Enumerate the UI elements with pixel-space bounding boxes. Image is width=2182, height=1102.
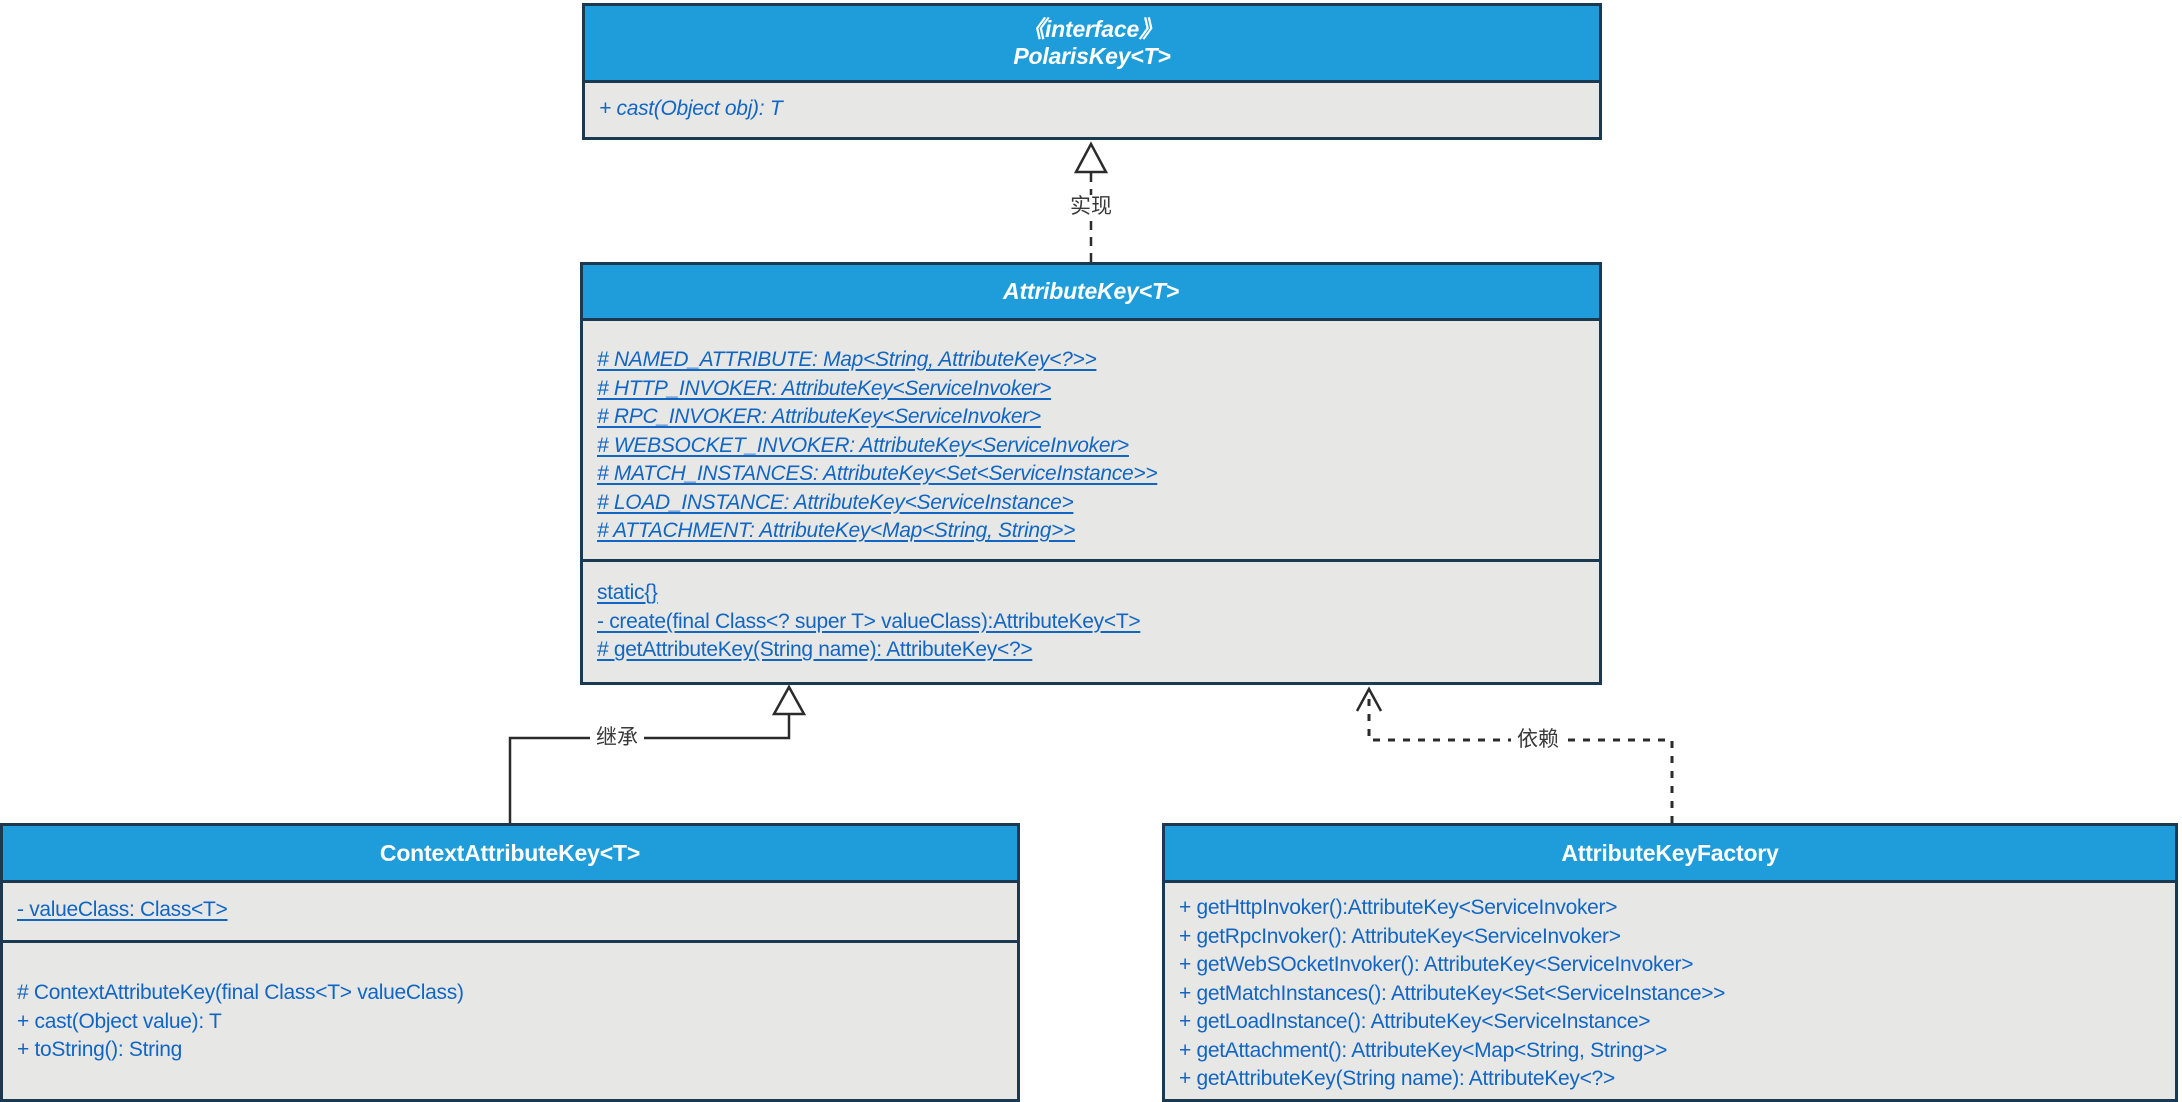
methods-compartment: + cast(Object obj): T (585, 83, 1599, 124)
class-header-contextattributekey: ContextAttributeKey<T> (3, 826, 1017, 883)
realization-connector (1073, 141, 1109, 262)
inheritance-label: 继承 (590, 726, 644, 750)
stereotype-label: 《interface》 (1022, 16, 1162, 42)
field-row: # RPC_INVOKER: AttributeKey<ServiceInvok… (597, 405, 1041, 428)
methods-compartment: static{} - create(final Class<? super T>… (583, 562, 1599, 665)
class-name-attributekeyfactory: AttributeKeyFactory (1561, 839, 1779, 866)
class-header-polariskey: 《interface》 PolarisKey<T> (585, 6, 1599, 83)
method-row: + getMatchInstances(): AttributeKey<Set<… (1179, 981, 1726, 1005)
fields-compartment: # NAMED_ATTRIBUTE: Map<String, Attribute… (583, 321, 1599, 562)
open-arrowhead-icon (1355, 686, 1383, 712)
class-box-contextattributekey: ContextAttributeKey<T> - valueClass: Cla… (0, 823, 1020, 1102)
realization-label: 实现 (1064, 195, 1118, 219)
class-box-attributekeyfactory: AttributeKeyFactory + getHttpInvoker():A… (1162, 823, 2178, 1102)
hollow-triangle-arrow-icon (771, 684, 807, 716)
method-row: + cast(Object value): T (17, 1009, 222, 1033)
field-row: # WEBSOCKET_INVOKER: AttributeKey<Servic… (597, 433, 1129, 457)
method-row: + getAttributeKey(String name): Attribut… (1179, 1067, 1615, 1090)
field-row: # NAMED_ATTRIBUTE: Map<String, Attribute… (597, 348, 1097, 371)
method-row: + getAttachment(): AttributeKey<Map<Stri… (1179, 1038, 1668, 1062)
method-row: # ContextAttributeKey(final Class<T> val… (17, 981, 464, 1004)
dependency-label: 依赖 (1511, 728, 1565, 752)
class-name-attributekey: AttributeKey<T> (1003, 278, 1179, 304)
class-name-contextattributekey: ContextAttributeKey<T> (379, 839, 641, 866)
field-row: # ATTACHMENT: AttributeKey<Map<String, S… (597, 519, 1076, 542)
method-row: + getRpcInvoker(): AttributeKey<ServiceI… (1179, 924, 1621, 948)
class-header-attributekey: AttributeKey<T> (583, 265, 1599, 321)
fields-compartment: - valueClass: Class<T> (3, 883, 1017, 943)
method-row: + toString(): String (17, 1038, 182, 1061)
field-row: # HTTP_INVOKER: AttributeKey<ServiceInvo… (597, 376, 1052, 400)
method-row: static{} (597, 581, 658, 604)
methods-compartment: # ContextAttributeKey(final Class<T> val… (3, 943, 1017, 1065)
class-name-polariskey: PolarisKey<T> (1013, 43, 1171, 69)
class-box-attributekey: AttributeKey<T> # NAMED_ATTRIBUTE: Map<S… (580, 262, 1602, 685)
hollow-triangle-arrow-icon (1073, 141, 1109, 174)
method-row: + getWebSOcketInvoker(): AttributeKey<Se… (1179, 953, 1694, 976)
field-row: - valueClass: Class<T> (17, 898, 228, 921)
method-row: - create(final Class<? super T> valueCla… (597, 609, 1141, 633)
dependency-connector (1355, 686, 1674, 823)
method-row: + getHttpInvoker():AttributeKey<ServiceI… (1179, 896, 1618, 919)
methods-compartment: + getHttpInvoker():AttributeKey<ServiceI… (1165, 883, 2175, 1094)
inheritance-connector (508, 684, 807, 823)
method-row: + getLoadInstance(): AttributeKey<Servic… (1179, 1010, 1651, 1033)
class-box-polariskey: 《interface》 PolarisKey<T> + cast(Object … (582, 3, 1602, 140)
method-row: # getAttributeKey(String name): Attribut… (597, 638, 1033, 661)
field-row: # MATCH_INSTANCES: AttributeKey<Set<Serv… (597, 462, 1158, 485)
field-row: # LOAD_INSTANCE: AttributeKey<ServiceIns… (597, 490, 1074, 514)
class-header-attributekeyfactory: AttributeKeyFactory (1165, 826, 2175, 883)
method-row: + cast(Object obj): T (599, 97, 783, 120)
